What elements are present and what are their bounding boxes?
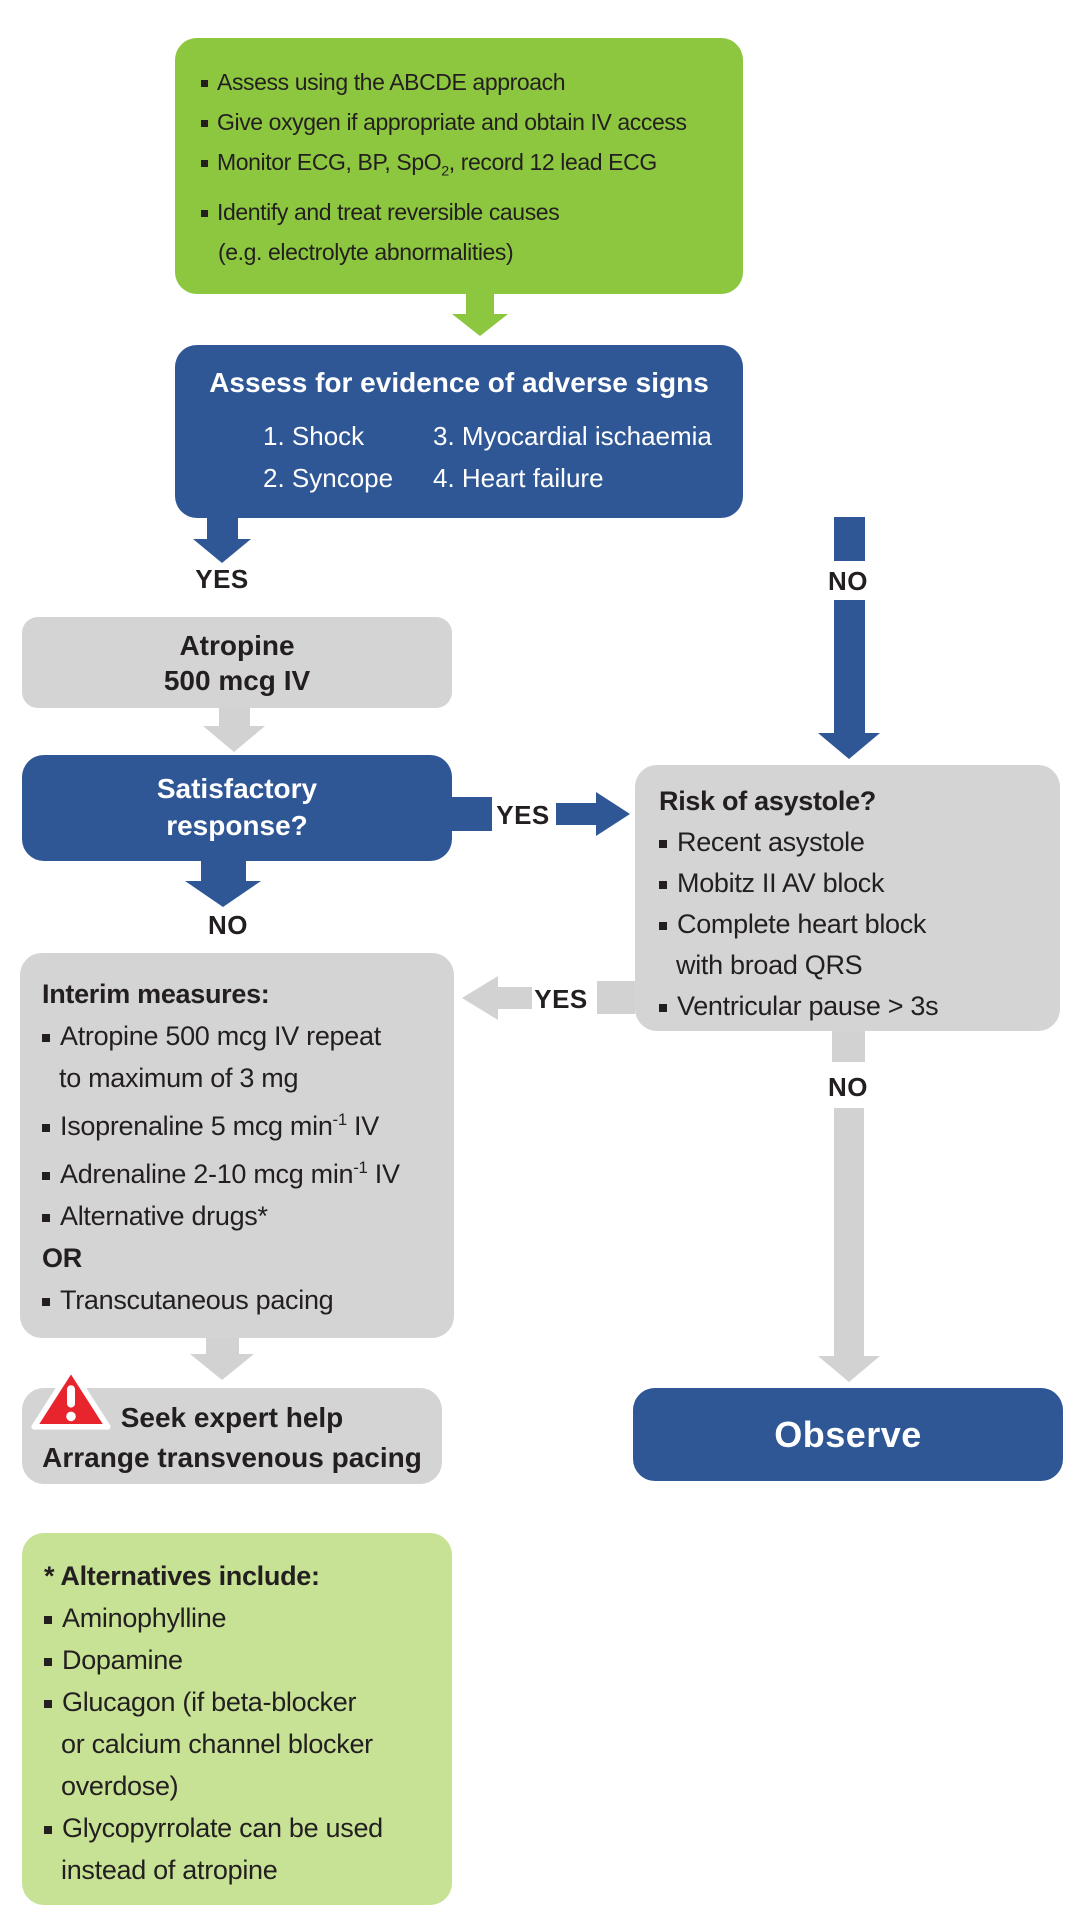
- observe-box: Observe: [633, 1388, 1063, 1481]
- satisfactory-line: Satisfactory: [156, 773, 318, 804]
- bullet-icon: [42, 1124, 50, 1132]
- alternatives-box: * Alternatives include: Aminophylline Do…: [22, 1533, 452, 1905]
- bullet-icon: [44, 1826, 52, 1834]
- alternatives-item: Glycopyrrolate can be used: [44, 1807, 444, 1849]
- bullet-icon: [42, 1172, 50, 1180]
- alternatives-item: Dopamine: [44, 1639, 444, 1681]
- bullet-icon: [44, 1658, 52, 1666]
- subscript: 2: [441, 163, 449, 180]
- alternatives-title: * Alternatives include:: [44, 1561, 320, 1591]
- interim-or: OR: [42, 1243, 82, 1273]
- risk-item: Ventricular pause > 3s: [659, 986, 1052, 1027]
- adverse-signs-title: Assess for evidence of adverse signs: [209, 367, 709, 398]
- interim-item: Alternative drugs*: [42, 1195, 444, 1237]
- bullet-icon: [201, 160, 208, 167]
- adverse-signs-box: Assess for evidence of adverse signs 1. …: [175, 345, 743, 518]
- risk-item: Recent asystole: [659, 822, 1052, 863]
- adverse-sign-item: 3. Myocardial ischaemia: [433, 421, 712, 451]
- assessment-line: Give oxygen if appropriate and obtain IV…: [201, 102, 735, 142]
- satisfactory-response-box: Satisfactory response?: [22, 755, 452, 861]
- warning-icon: [31, 1366, 111, 1430]
- label-yes: YES: [534, 984, 588, 1014]
- adverse-sign-item: 4. Heart failure: [433, 463, 604, 493]
- interim-item-cont: to maximum of 3 mg: [59, 1063, 299, 1093]
- label-yes: YES: [496, 800, 550, 830]
- bullet-icon: [44, 1616, 52, 1624]
- bullet-icon: [44, 1700, 52, 1708]
- bullet-icon: [42, 1034, 50, 1042]
- assessment-line: Monitor ECG, BP, SpO2, record 12 lead EC…: [201, 142, 735, 192]
- label-yes: YES: [195, 564, 249, 594]
- alternatives-item-cont: overdose): [61, 1771, 179, 1801]
- expert-help-line: Seek expert help: [120, 1402, 344, 1433]
- label-no: NO: [208, 910, 248, 940]
- risk-item: Mobitz II AV block: [659, 863, 1052, 904]
- interim-measures-box: Interim measures: Atropine 500 mcg IV re…: [20, 953, 454, 1338]
- assessment-line: (e.g. electrolyte abnormalities): [218, 238, 514, 265]
- assessment-line: Identify and treat reversible causes: [201, 192, 735, 232]
- label-no: NO: [828, 1072, 868, 1102]
- expert-help-line: Arrange transvenous pacing: [42, 1442, 422, 1473]
- bullet-icon: [201, 209, 208, 217]
- bullet-icon: [201, 80, 208, 87]
- satisfactory-line: response?: [166, 810, 308, 841]
- superscript: -1: [353, 1158, 368, 1177]
- alternatives-item: Glucagon (if beta-blocker: [44, 1681, 444, 1723]
- adverse-sign-item: 1. Shock: [263, 421, 365, 451]
- superscript: -1: [332, 1110, 348, 1129]
- atropine-box: Atropine 500 mcg IV: [22, 617, 452, 708]
- bullet-icon: [659, 922, 667, 930]
- label-no: NO: [828, 566, 868, 596]
- bullet-icon: [42, 1298, 50, 1306]
- alternatives-item: Aminophylline: [44, 1597, 444, 1639]
- assessment-line: Assess using the ABCDE approach: [201, 62, 735, 102]
- bullet-icon: [659, 1004, 667, 1012]
- interim-item: Isoprenaline 5 mcg min-1 IV: [42, 1099, 444, 1147]
- atropine-line: Atropine: [179, 630, 295, 661]
- interim-item: Transcutaneous pacing: [42, 1279, 444, 1321]
- alternatives-item-cont: instead of atropine: [61, 1855, 278, 1885]
- risk-of-asystole-box: Risk of asystole? Recent asystole Mobitz…: [635, 765, 1060, 1031]
- initial-assessment-box: Assess using the ABCDE approach Give oxy…: [175, 38, 743, 294]
- alternatives-item-cont: or calcium channel blocker: [61, 1729, 373, 1759]
- risk-title: Risk of asystole?: [659, 786, 876, 816]
- bullet-icon: [201, 120, 208, 127]
- bullet-icon: [659, 840, 667, 848]
- interim-item: Adrenaline 2-10 mcg min-1 IV: [42, 1147, 444, 1195]
- adverse-sign-item: 2. Syncope: [263, 463, 394, 493]
- risk-item-cont: with broad QRS: [676, 950, 863, 980]
- bullet-icon: [659, 881, 667, 889]
- bullet-icon: [42, 1214, 50, 1222]
- interim-title: Interim measures:: [42, 979, 270, 1009]
- interim-item: Atropine 500 mcg IV repeat: [42, 1015, 444, 1057]
- atropine-line: 500 mcg IV: [163, 665, 311, 696]
- risk-item: Complete heart block: [659, 904, 1052, 945]
- observe-label: Observe: [774, 1413, 922, 1455]
